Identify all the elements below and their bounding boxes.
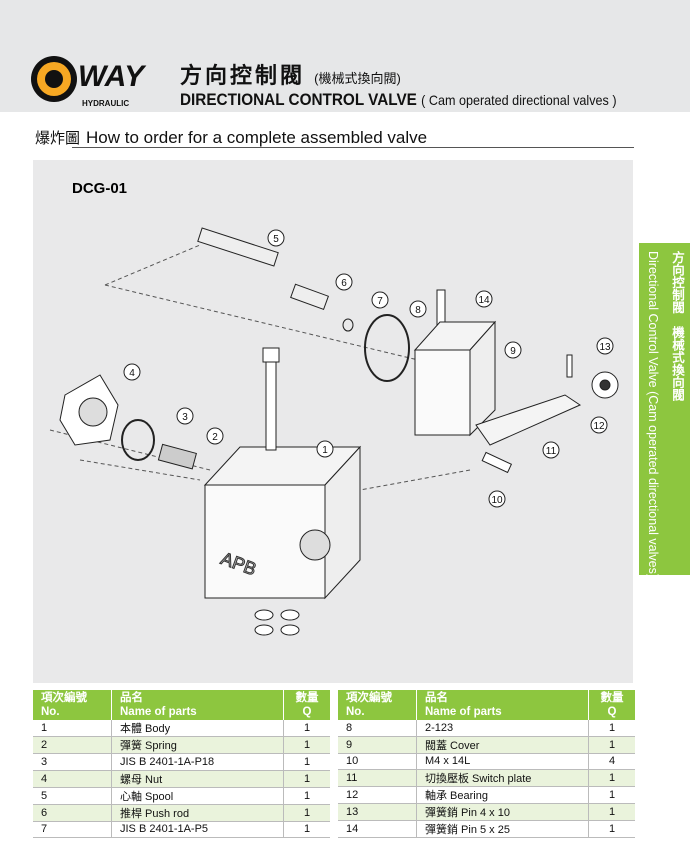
- part-name: 切換壓板 Switch plate: [416, 769, 589, 787]
- part-name: 心軸 Spool: [111, 787, 284, 805]
- header-band: [0, 0, 690, 112]
- callout-12: 12: [590, 416, 608, 434]
- part-name: 軸承 Bearing: [416, 786, 589, 804]
- part-no: 2: [33, 736, 112, 754]
- part-name: 螺母 Nut: [111, 770, 284, 788]
- model-label: DCG-01: [72, 180, 128, 197]
- title-en: DIRECTIONAL CONTROL VALVE ( Cam operated…: [180, 90, 617, 109]
- part-qty: 1: [588, 820, 635, 838]
- svg-text:14: 14: [478, 295, 490, 306]
- part-no: 9: [338, 736, 417, 754]
- callout-11: 11: [542, 441, 560, 459]
- part-no: 13: [338, 803, 417, 821]
- svg-text:8: 8: [415, 305, 421, 316]
- callout-1: 1: [316, 440, 334, 458]
- callout-8: 8: [409, 300, 427, 318]
- part-qty: 1: [283, 770, 330, 788]
- svg-text:1: 1: [322, 445, 328, 456]
- part-no: 4: [33, 770, 112, 788]
- part-no: 14: [338, 820, 417, 838]
- part-qty: 1: [588, 769, 635, 787]
- part-name: 2-123: [416, 720, 589, 737]
- callout-4: 4: [123, 363, 141, 381]
- part-name: 彈簧 Spring: [111, 736, 284, 754]
- part-qty: 1: [283, 787, 330, 805]
- part-no: 6: [33, 804, 112, 822]
- svg-text:10: 10: [491, 495, 503, 506]
- part-qty: 1: [283, 720, 330, 737]
- callout-5: 5: [267, 229, 285, 247]
- svg-text:7: 7: [377, 296, 383, 307]
- divider: [72, 147, 634, 148]
- part-no: 3: [33, 753, 112, 771]
- svg-text:2: 2: [212, 432, 218, 443]
- part-name: 本體 Body: [111, 720, 284, 737]
- part-name: 彈簧銷 Pin 4 x 10: [416, 803, 589, 821]
- svg-text:12: 12: [593, 421, 605, 432]
- svg-text:13: 13: [599, 342, 611, 353]
- part-no: 1: [33, 720, 112, 737]
- part-qty: 1: [588, 803, 635, 821]
- callout-13: 13: [596, 337, 614, 355]
- part-name: M4 x 14L: [416, 753, 589, 770]
- svg-text:4: 4: [129, 368, 135, 379]
- part-no: 12: [338, 786, 417, 804]
- part-name: JIS B 2401-1A-P18: [111, 753, 284, 771]
- part-qty: 4: [588, 753, 635, 770]
- title-cn: 方向控制閥 (機械式換向閥): [180, 63, 401, 88]
- part-no: 5: [33, 787, 112, 805]
- part-no: 8: [338, 720, 417, 737]
- callout-7: 7: [371, 291, 389, 309]
- way-hydraulic-logo: WAY HYDRAULIC: [31, 56, 147, 108]
- part-name: 彈簧銷 Pin 5 x 25: [416, 820, 589, 838]
- part-qty: 1: [283, 753, 330, 771]
- callout-3: 3: [176, 407, 194, 425]
- callout-9: 9: [504, 341, 522, 359]
- side-tab: 方向控制閥 機械式換向閥 Directional Control Valve (…: [639, 243, 690, 578]
- svg-text:11: 11: [546, 446, 557, 457]
- svg-text:6: 6: [341, 278, 347, 289]
- svg-text:WAY: WAY: [78, 60, 147, 93]
- part-qty: 1: [588, 720, 635, 737]
- callout-10: 10: [488, 490, 506, 508]
- part-name: 閥蓋 Cover: [416, 736, 589, 754]
- callout-6: 6: [335, 273, 353, 291]
- part-name: JIS B 2401-1A-P5: [111, 821, 284, 838]
- callout-2: 2: [206, 427, 224, 445]
- part-qty: 1: [283, 821, 330, 838]
- exploded-diagram: APB 1 2 3 4 5 6 7 8 9 10 11 12 13 14: [49, 227, 619, 636]
- part-qty: 1: [588, 786, 635, 804]
- svg-text:HYDRAULIC: HYDRAULIC: [82, 99, 129, 108]
- svg-text:5: 5: [273, 234, 279, 245]
- svg-text:9: 9: [510, 346, 516, 357]
- part-no: 10: [338, 753, 417, 770]
- callout-14: 14: [475, 290, 493, 308]
- part-qty: 1: [588, 736, 635, 754]
- part-qty: 1: [283, 736, 330, 754]
- svg-text:3: 3: [182, 412, 188, 423]
- part-no: 7: [33, 821, 112, 838]
- part-qty: 1: [283, 804, 330, 822]
- part-name: 推桿 Push rod: [111, 804, 284, 822]
- part-no: 11: [338, 769, 417, 787]
